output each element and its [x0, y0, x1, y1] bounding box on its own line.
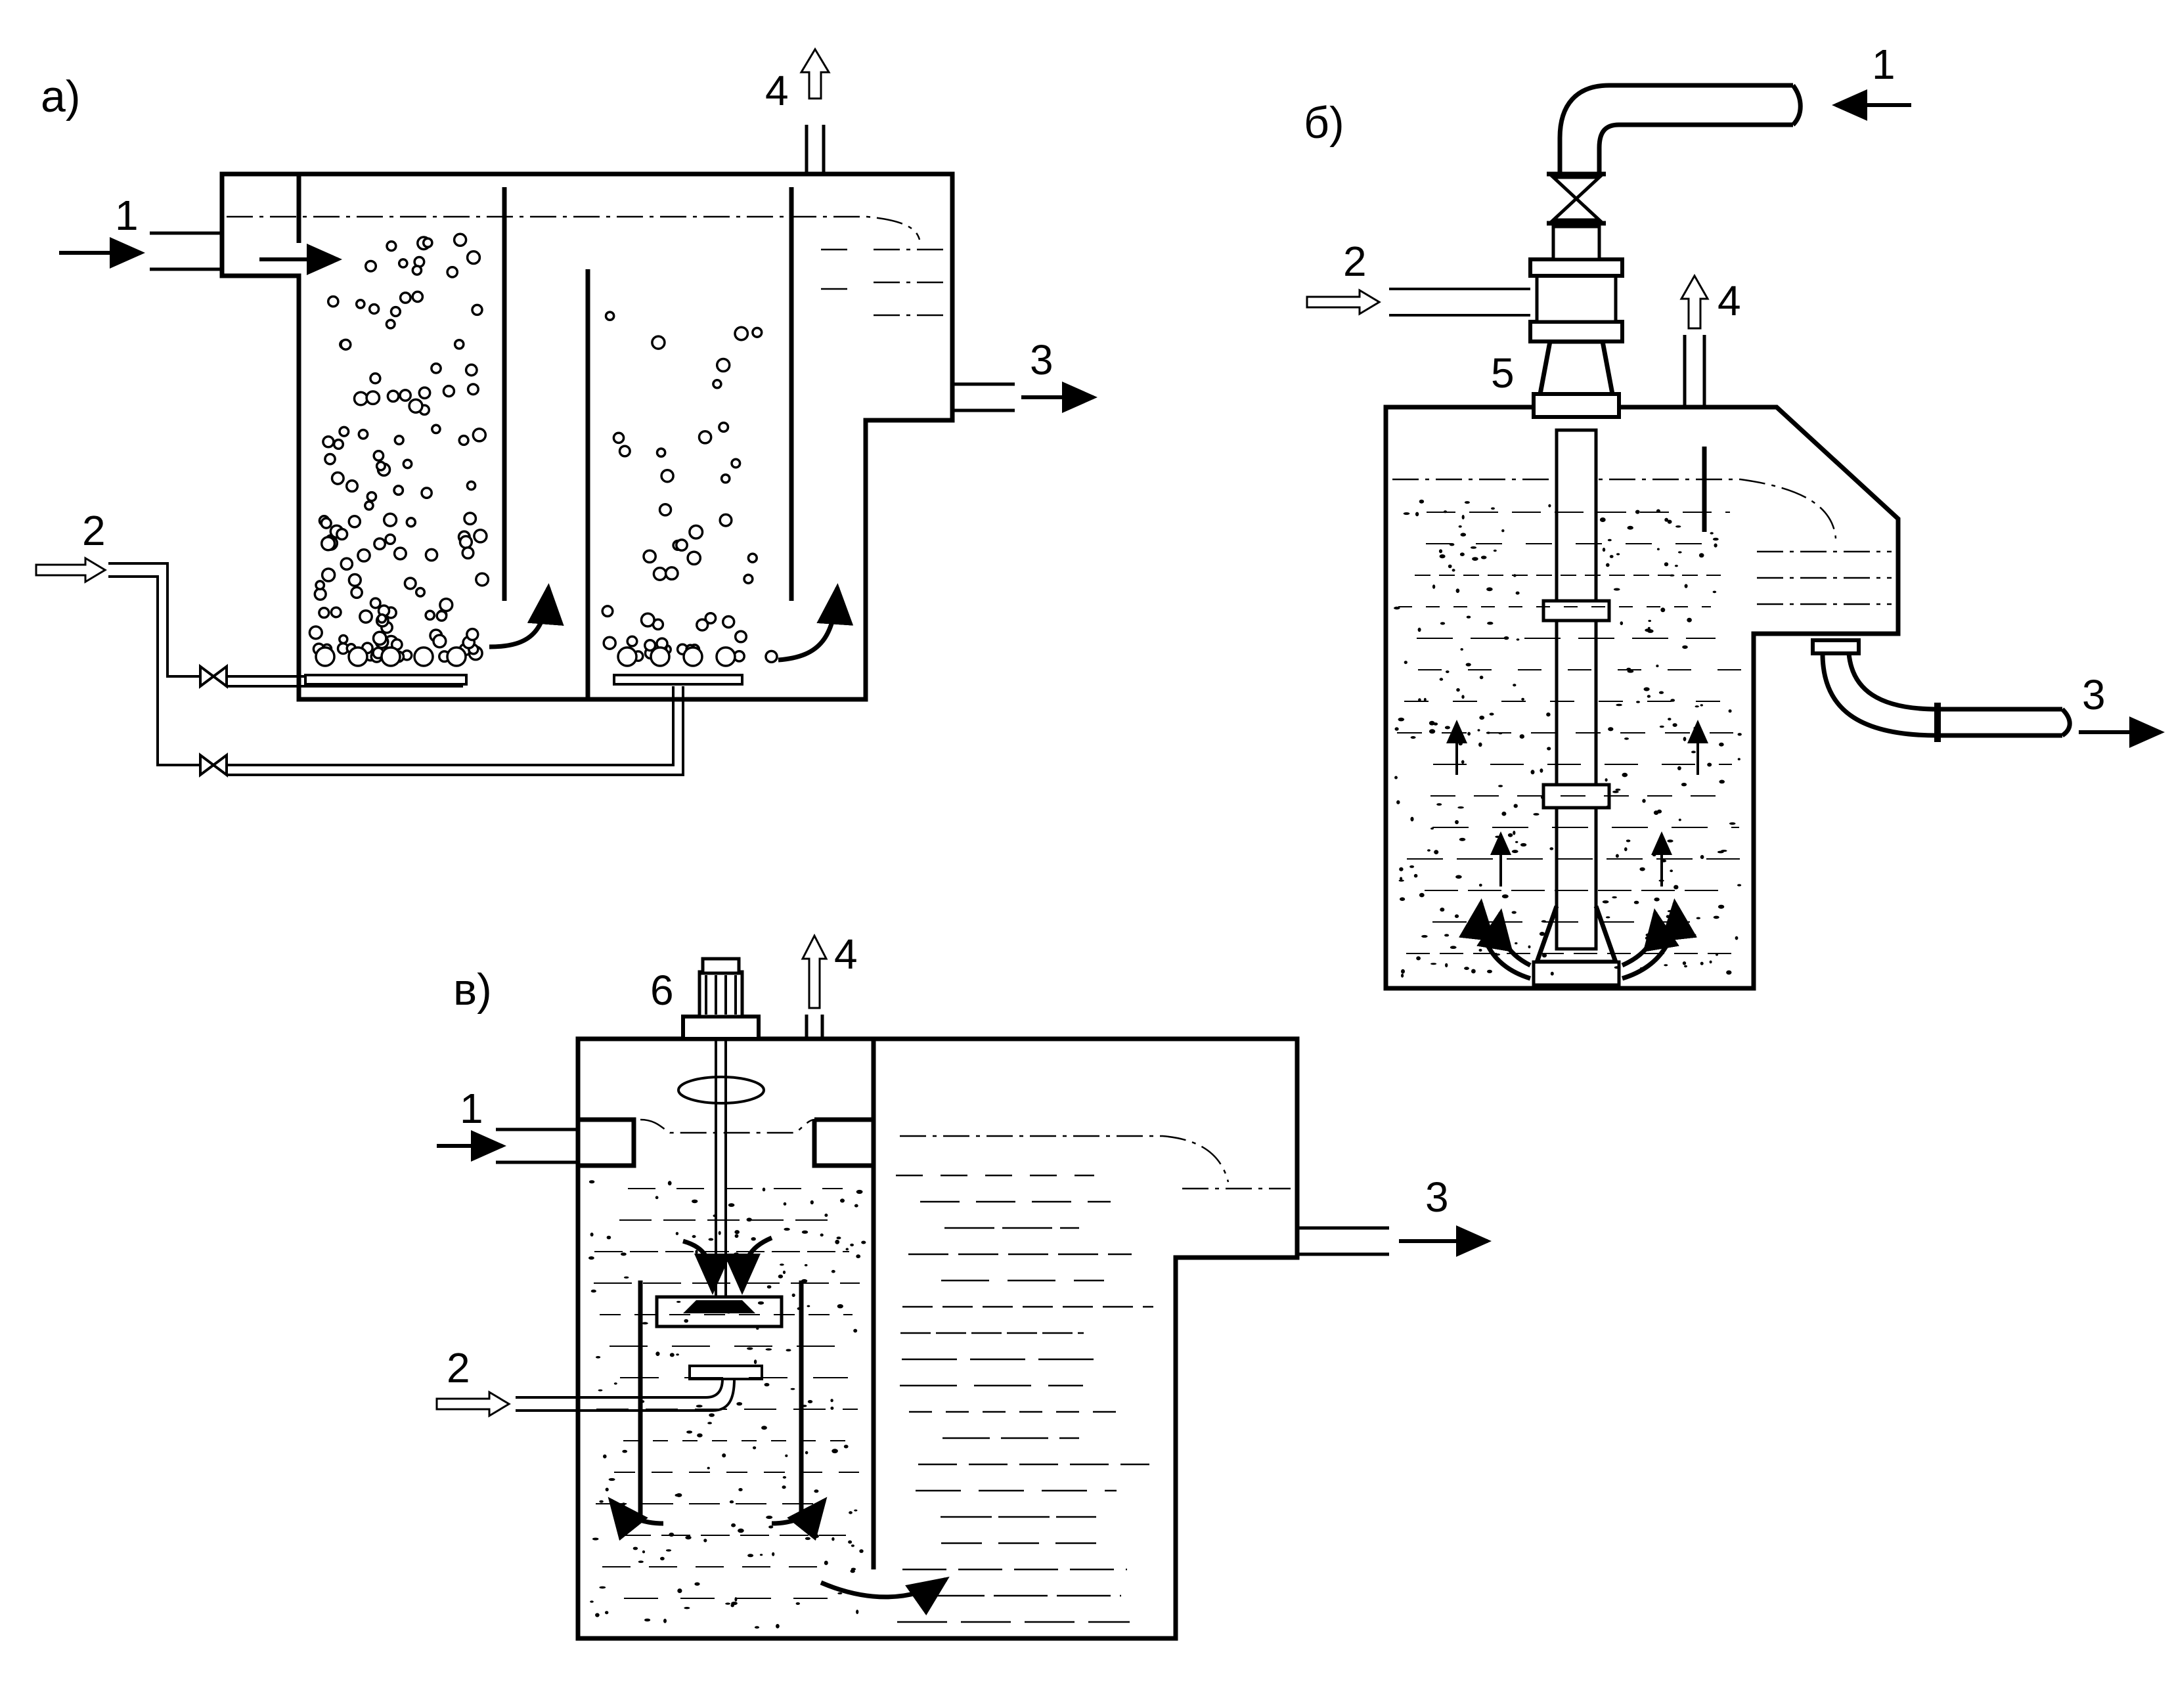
- panel-a-valve-2: [199, 753, 228, 777]
- panel-a-bubbles-1: [308, 232, 490, 667]
- panel-b: б) 5 1 2 4: [1304, 41, 2165, 991]
- panel-b-ejector-label: 5: [1491, 349, 1515, 397]
- panel-b-tank: [1383, 405, 1901, 991]
- panel-v-vent-label: 4: [834, 931, 858, 978]
- panel-v-water-lines: [896, 1174, 1153, 1623]
- panel-v-label: в): [453, 965, 492, 1015]
- panel-b-inlet-label: 1: [1872, 41, 1895, 88]
- panel-b-outlet-label: 3: [2082, 671, 2106, 718]
- panel-v: в) 1 6: [435, 931, 1492, 1641]
- panel-b-riser: [1555, 428, 1598, 951]
- panel-b-label: б): [1304, 98, 1344, 148]
- panel-a-valve-1: [199, 664, 228, 689]
- panel-a-inlet-label: 1: [115, 192, 139, 239]
- panel-a-outlet-label: 3: [1030, 336, 1053, 383]
- panel-a-tank: [219, 171, 955, 702]
- panel-a-vent-arrow: [799, 47, 831, 100]
- panel-v-motor-label: 6: [650, 967, 674, 1014]
- panel-v-inlet-label: 1: [460, 1085, 483, 1132]
- panel-v-fine-bubbles: [588, 1180, 866, 1629]
- panel-v-air-label: 2: [447, 1344, 470, 1391]
- panel-b-vent-label: 4: [1718, 277, 1741, 324]
- panel-v-outlet-label: 3: [1425, 1173, 1449, 1221]
- panel-b-fine-bubbles: [1394, 499, 1743, 978]
- panel-a-bubbles-2: [601, 311, 778, 667]
- panel-v-motor: [681, 957, 761, 1041]
- panel-a: а) 4 3 1 2: [35, 47, 1097, 777]
- panel-b-flange-bottom: [1532, 392, 1621, 419]
- panel-a-air-label: 2: [82, 507, 106, 554]
- panel-b-valve: [1549, 175, 1604, 222]
- panel-a-label: а): [41, 72, 80, 121]
- panel-v-tank: [575, 1036, 1300, 1641]
- panel-a-vent-label: 4: [765, 67, 789, 114]
- panel-b-air-label: 2: [1343, 238, 1367, 285]
